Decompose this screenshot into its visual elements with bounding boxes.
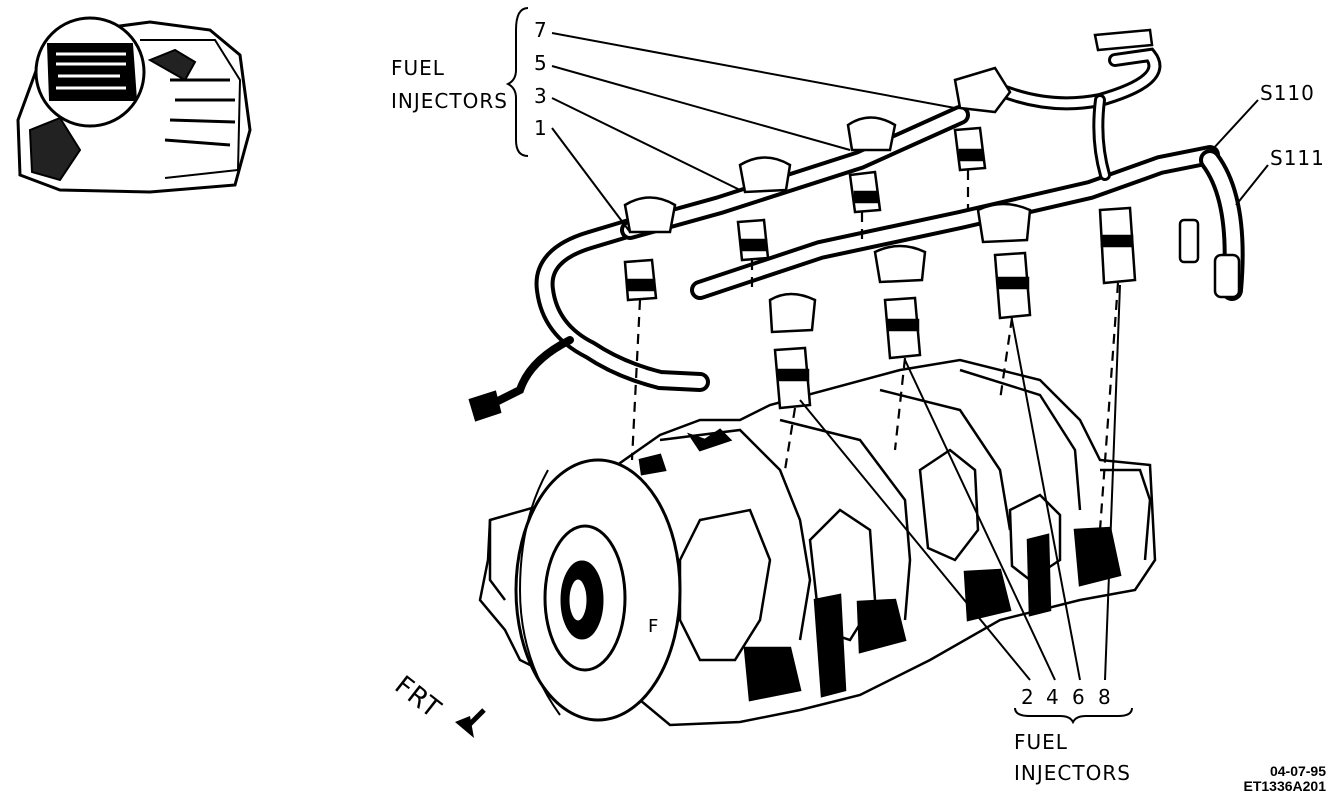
throttle-body <box>514 458 682 722</box>
injector-6 <box>993 251 1032 320</box>
injector-8 <box>1098 206 1137 285</box>
splice-s111-label: S111 <box>1270 146 1325 170</box>
injector-number-1: 1 <box>534 116 548 140</box>
injectors-label-bottom: INJECTORS <box>1014 761 1131 785</box>
injector-7 <box>953 126 987 172</box>
injectors-lower-row <box>768 202 1137 410</box>
fuel-label-top: FUEL <box>391 56 445 80</box>
injector-2 <box>773 346 812 410</box>
injector-3 <box>736 218 770 262</box>
injector-number-2: 2 <box>1021 685 1035 709</box>
fuel-label-bottom: FUEL <box>1014 730 1068 754</box>
injector-number-5: 5 <box>534 51 548 75</box>
injector-number-8: 8 <box>1098 685 1112 709</box>
injectors-upper-row <box>623 116 987 302</box>
injector-number-3: 3 <box>534 84 548 108</box>
brackets <box>505 7 1133 725</box>
injector-4 <box>883 296 922 360</box>
injectors-label-top: INJECTORS <box>391 89 508 113</box>
injector-number-7: 7 <box>534 18 548 42</box>
leader-lines <box>551 32 1269 681</box>
installation-dashed-lines <box>630 170 1120 531</box>
figure-code: ET1336A201 <box>1243 778 1326 794</box>
fuel-rail <box>476 47 1245 414</box>
harness-connectors <box>468 28 1241 422</box>
injector-1 <box>623 258 658 302</box>
injector-number-6: 6 <box>1072 685 1086 709</box>
date-code: 04-07-95 <box>1269 763 1326 779</box>
injector-number-4: 4 <box>1046 685 1060 709</box>
throttle-f-mark: F <box>648 616 658 637</box>
front-direction-arrow <box>455 708 486 738</box>
injector-5 <box>848 170 882 214</box>
locator-thumbnail <box>16 16 252 194</box>
splice-s110-label: S110 <box>1260 81 1315 105</box>
